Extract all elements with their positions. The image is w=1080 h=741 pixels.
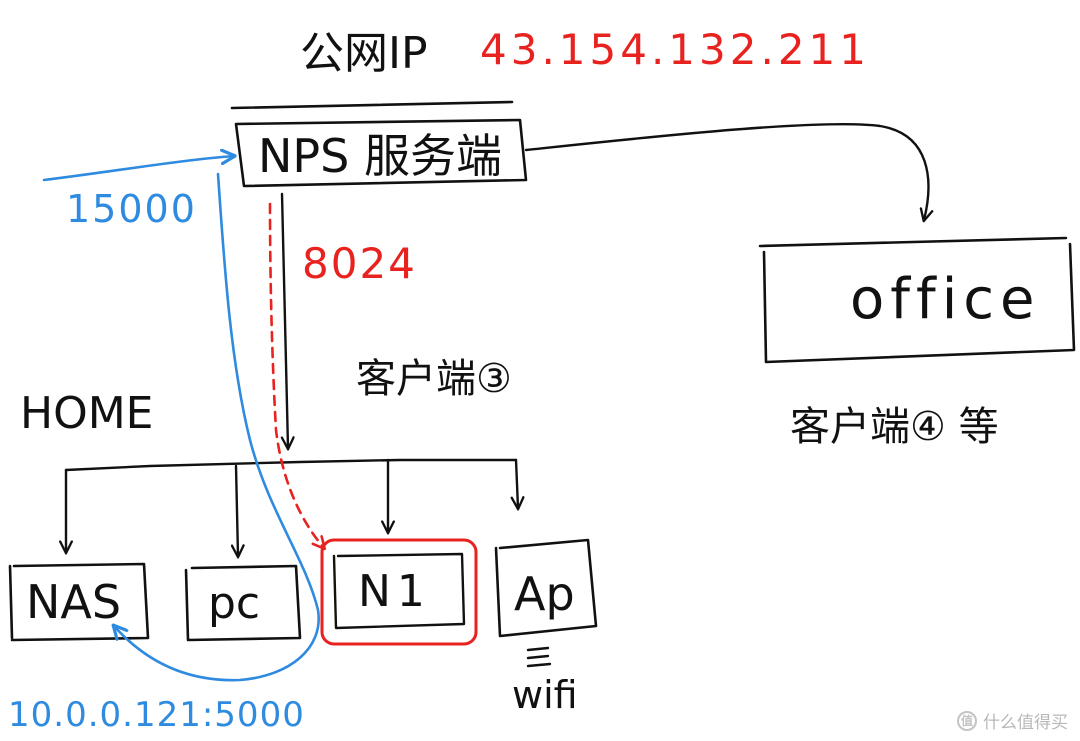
nps-server-box: NPS 服务端 [230, 100, 528, 188]
public-ip-value: 43.154.132.211 [480, 25, 870, 74]
watermark-logo-icon: 值 [957, 710, 977, 731]
n1-label: N1 [358, 566, 431, 617]
ap-box: Ap [494, 538, 598, 638]
nas-box: NAS [8, 562, 150, 642]
port-15000-arrow [42, 156, 234, 182]
client3-label: 客户端③ [356, 356, 512, 402]
watermark-text: 什么值得买 [983, 713, 1068, 733]
wifi-label: wifi [512, 673, 578, 717]
forward-path-blue [114, 172, 320, 682]
n1-box: N1 [320, 538, 478, 646]
nps-server-label: NPS 服务端 [258, 129, 502, 183]
tunnel-8024-dashed [268, 202, 324, 548]
nps-to-home-arrow [282, 192, 288, 448]
port-8024-label: 8024 [302, 239, 417, 288]
office-label: office [850, 267, 1041, 332]
client4-label: 客户端④ 等 [790, 404, 999, 450]
pc-box: pc [184, 564, 302, 642]
ap-label: Ap [514, 567, 575, 621]
office-box: office [758, 236, 1076, 364]
port-15000-label: 15000 [66, 187, 197, 231]
bus-drop-ap [516, 458, 518, 508]
watermark: 值 什么值得买 [957, 708, 1068, 733]
nas-address-label: 10.0.0.121:5000 [8, 695, 305, 735]
bus-drop-pc [236, 464, 238, 556]
home-label: HOME [20, 388, 153, 439]
pc-label: pc [208, 578, 260, 629]
nps-to-office-arrow [524, 122, 928, 220]
wifi-icon [526, 646, 552, 668]
home-bus [66, 458, 518, 556]
nas-label: NAS [26, 575, 121, 629]
public-ip-prefix: 公网IP [300, 28, 428, 79]
